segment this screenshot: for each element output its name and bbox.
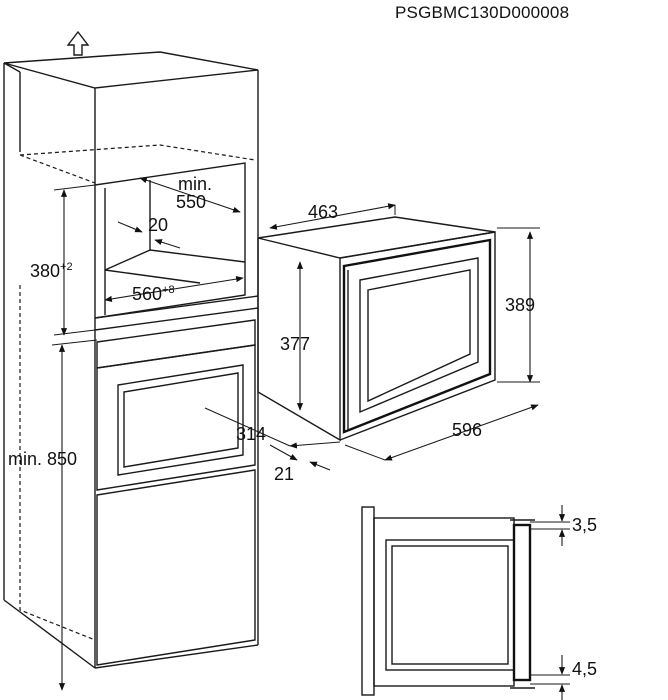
dim-377: 377: [280, 334, 311, 354]
dim-560: 560+8: [132, 284, 175, 304]
dim-gap-top: 3,5: [572, 515, 598, 535]
cross-section: [361, 505, 570, 700]
dim-gap-bottom: 4,5: [572, 659, 598, 679]
dim-min-label: min.: [178, 174, 213, 194]
dim-min-850: min. 850: [8, 449, 78, 469]
dimension-lines-appliance: [204, 203, 540, 471]
dim-596: 596: [452, 420, 483, 440]
dim-550: 550: [176, 192, 207, 212]
dim-380: 380+2: [30, 261, 73, 281]
arrow-up-icon: [66, 30, 90, 56]
document-code: PSGBMC130D000008: [395, 3, 570, 22]
dimension-lines-cabinet: [51, 177, 244, 691]
dim-314: 314: [236, 424, 267, 444]
dim-21: 21: [274, 464, 295, 484]
tall-cabinet: [3, 51, 259, 669]
dim-389: 389: [505, 295, 536, 315]
dim-463: 463: [308, 202, 339, 222]
appliance-iso: [257, 216, 496, 442]
dim-20: 20: [148, 215, 169, 235]
